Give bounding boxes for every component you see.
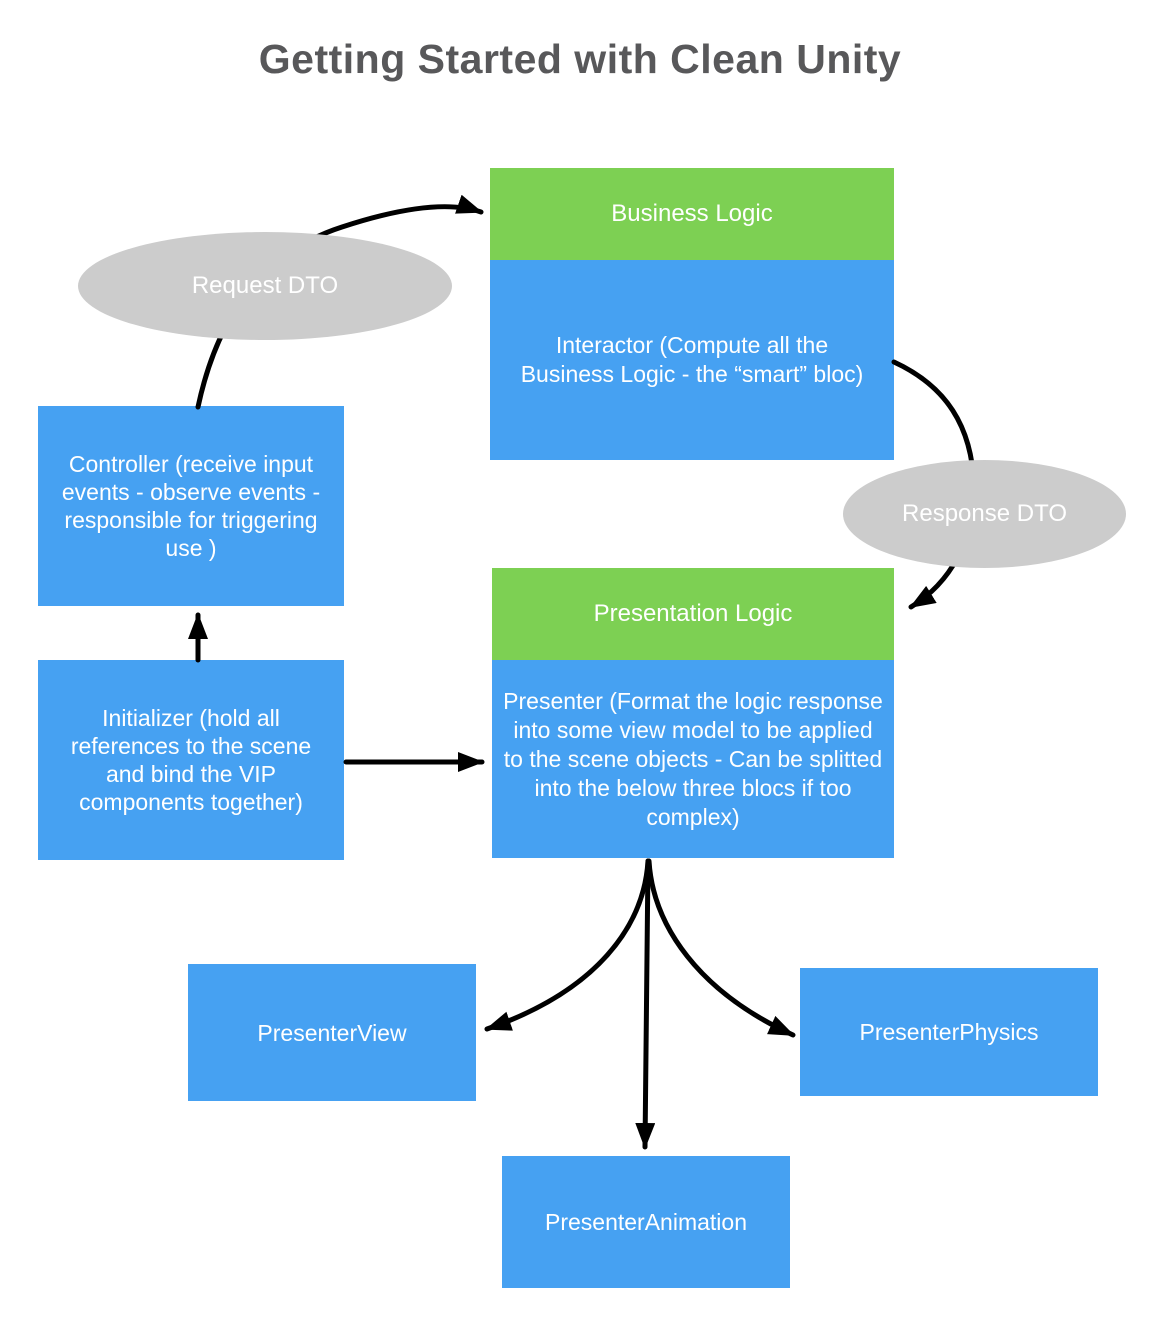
presenter-body: Presenter (Format the logic response int… xyxy=(492,660,894,858)
presentation-logic-header: Presentation Logic xyxy=(492,568,894,660)
node-controller: Controller (receive input events - obser… xyxy=(38,406,344,606)
node-initializer: Initializer (hold all references to the … xyxy=(38,660,344,860)
node-presenter-view: PresenterView xyxy=(188,964,476,1101)
diagram-title: Getting Started with Clean Unity xyxy=(258,36,902,82)
arrow-presenter-to-presenter-animation xyxy=(635,858,656,1150)
arrow-presenter-to-presenter-physics xyxy=(646,858,796,1038)
business-logic-header: Business Logic xyxy=(490,168,894,260)
arrow-presenter-to-presenter-view xyxy=(484,858,651,1032)
node-response-dto: Response DTO xyxy=(843,460,1126,568)
interactor-body: Interactor (Compute all the Business Log… xyxy=(490,260,894,460)
node-business-logic: Business Logic Interactor (Compute all t… xyxy=(490,168,894,460)
node-presenter-physics: PresenterPhysics xyxy=(800,968,1098,1096)
node-presenter-animation: PresenterAnimation xyxy=(502,1156,790,1288)
node-presentation-logic: Presentation Logic Presenter (Format the… xyxy=(492,568,894,858)
node-request-dto: Request DTO xyxy=(78,232,452,340)
